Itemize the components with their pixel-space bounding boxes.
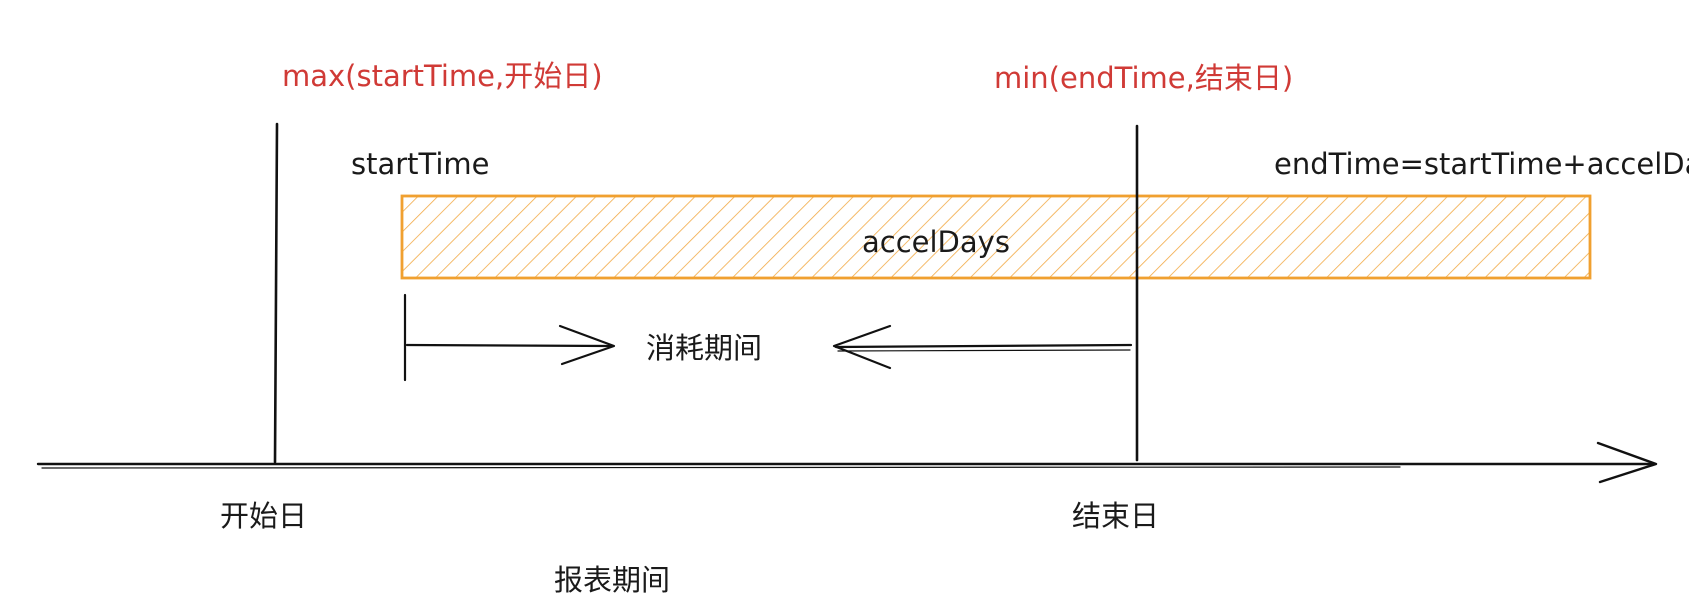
left-arrowhead-icon [832, 324, 892, 370]
max-start-label: max(startTime,开始日) [282, 59, 603, 93]
end-day-label: 结束日 [1072, 499, 1159, 533]
axis-arrowhead-icon [1596, 441, 1658, 484]
min-end-label: min(endTime,结束日) [994, 61, 1293, 95]
consumption-period-bracket [403, 293, 1133, 382]
accel-days-bar [400, 194, 1592, 280]
time-axis [36, 441, 1658, 484]
report-period-label: 报表期间 [554, 563, 670, 597]
consumption-period-label: 消耗期间 [646, 331, 762, 365]
start-time-label: startTime [351, 147, 490, 181]
right-arrowhead-icon [558, 324, 616, 366]
end-time-formula-label: endTime=startTime+accelDays [1274, 147, 1689, 181]
start-day-label: 开始日 [220, 499, 307, 533]
start-day-line [273, 122, 279, 464]
accel-days-label: accelDays [862, 225, 1010, 259]
